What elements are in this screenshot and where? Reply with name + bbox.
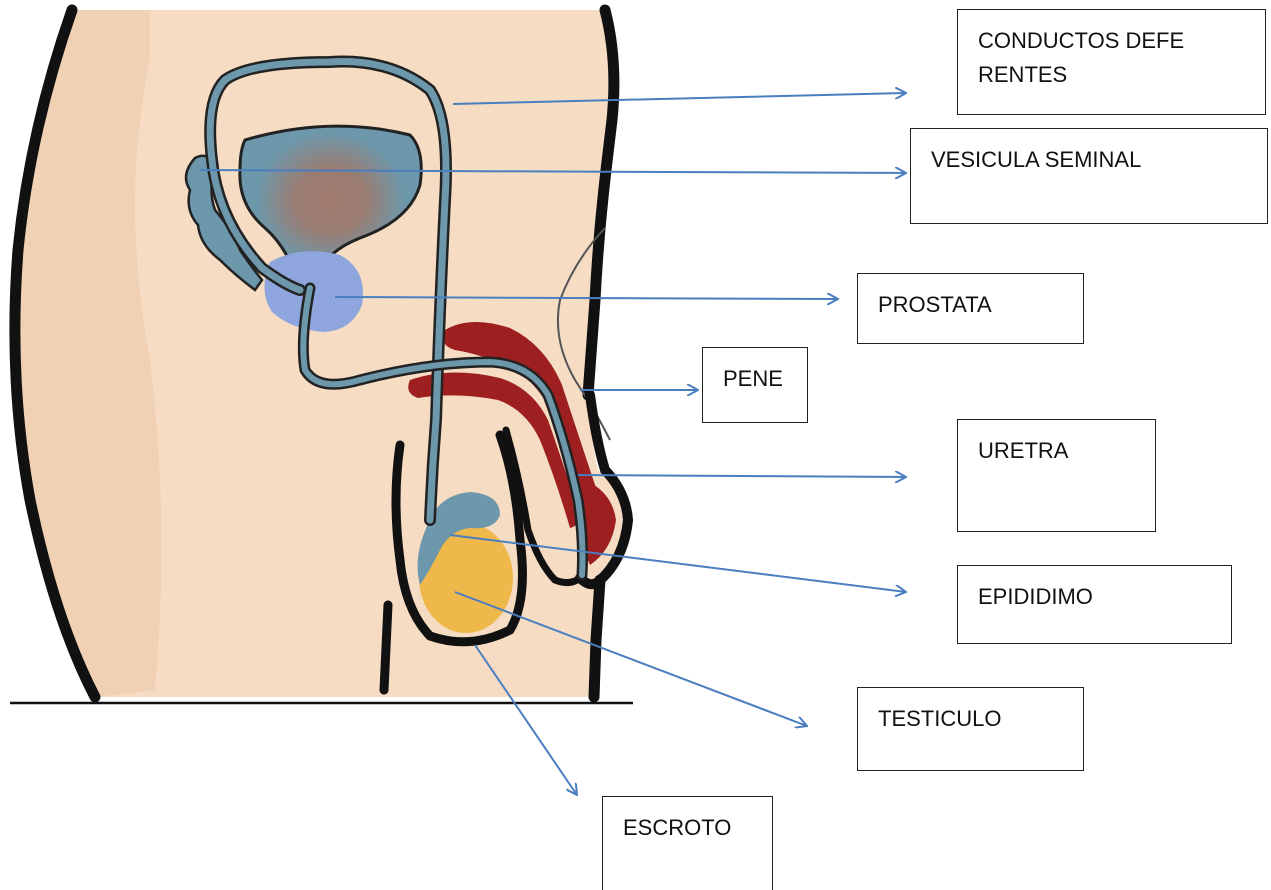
label-escroto: ESCROTO [602, 796, 773, 890]
label-conductos-deferentes: CONDUCTOS DEFE RENTES [957, 9, 1266, 115]
label-testiculo: TESTICULO [857, 687, 1084, 771]
front-leg-outline [594, 580, 600, 697]
arrow-uretra [578, 475, 906, 477]
label-vesicula-seminal: VESICULA SEMINAL [910, 128, 1268, 224]
label-uretra: URETRA [957, 419, 1156, 532]
inner-leg-outline [384, 605, 388, 690]
label-pene: PENE [702, 347, 808, 423]
label-prostata: PROSTATA [857, 273, 1084, 344]
label-epididimo: EPIDIDIMO [957, 565, 1232, 644]
